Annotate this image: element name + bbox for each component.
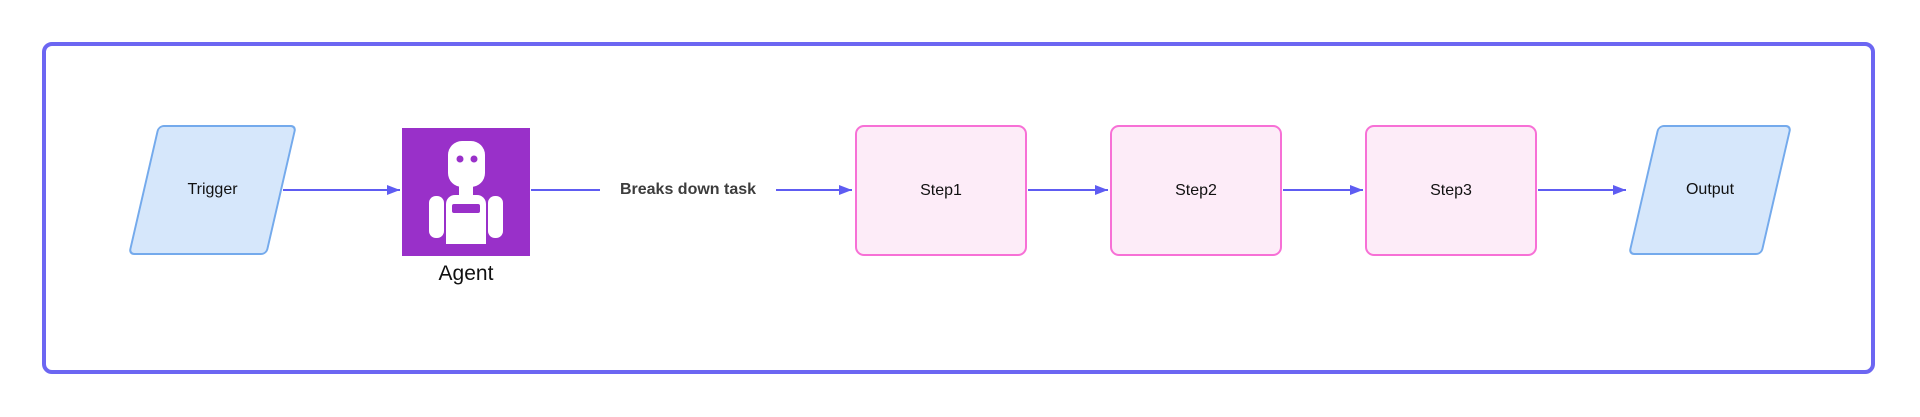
node-trigger: Trigger [127, 125, 298, 255]
node-output: Output [1627, 125, 1793, 255]
step3-label: Step3 [1430, 181, 1472, 199]
node-step2: Step2 [1110, 125, 1282, 256]
diagram-frame [42, 42, 1875, 374]
step2-label: Step2 [1175, 181, 1217, 199]
node-step1: Step1 [855, 125, 1027, 256]
agent-label: Agent [438, 262, 494, 285]
edge-label-breaks-down-task: Breaks down task [600, 177, 776, 202]
step1-label: Step1 [920, 181, 962, 199]
node-agent [402, 128, 530, 256]
trigger-label: Trigger [187, 181, 238, 198]
node-step3: Step3 [1365, 125, 1537, 256]
output-label: Output [1685, 181, 1735, 198]
robot-icon [429, 141, 503, 244]
